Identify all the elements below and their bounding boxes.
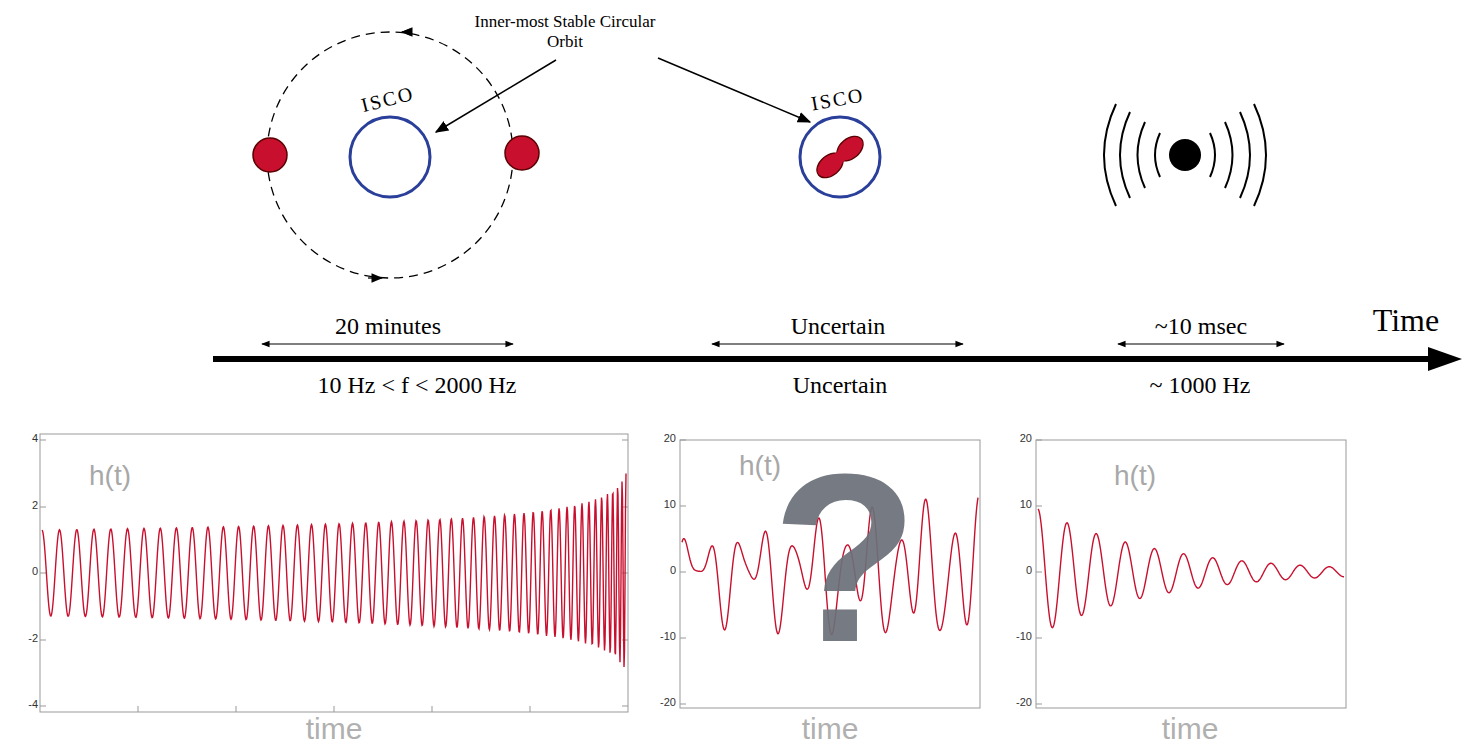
annotation: Uncertain <box>738 313 938 341</box>
tick-mark <box>680 704 686 705</box>
tick-mark <box>622 440 628 441</box>
orbit-arrow <box>402 31 404 32</box>
tick-mark <box>530 706 531 712</box>
annotation: Inner-most Stable Circular Orbit <box>465 12 665 51</box>
tick-label: 20 <box>1006 432 1032 445</box>
tick-label: 2 <box>18 499 38 512</box>
annotation: 20 minutes <box>288 313 488 341</box>
tick-label: -2 <box>18 632 38 645</box>
tick-label: -20 <box>1006 696 1032 709</box>
tick-mark <box>680 506 686 507</box>
annotation: Uncertain <box>740 372 940 400</box>
annotation: h(t) <box>70 460 150 492</box>
tick-mark <box>622 706 628 707</box>
tick-mark <box>40 440 46 441</box>
tick-mark <box>1036 704 1042 705</box>
tick-mark <box>40 706 46 707</box>
span-arrow <box>712 343 963 344</box>
waveforms <box>42 474 1344 667</box>
isco-ring <box>350 117 430 197</box>
isco-ring <box>800 117 880 197</box>
orbit-arrow <box>402 32 420 33</box>
tick-label: -4 <box>18 698 38 711</box>
annotation: Time <box>1351 302 1461 339</box>
time-axis-head <box>1428 347 1462 371</box>
tick-label: 0 <box>18 565 38 578</box>
tick-mark <box>680 572 686 573</box>
tick-mark <box>680 440 686 441</box>
merging-stars <box>812 131 868 182</box>
question-mark: ? <box>745 438 945 678</box>
tick-mark <box>1036 440 1042 441</box>
leader-arrow <box>658 58 810 122</box>
tick-label: 0 <box>650 564 676 577</box>
tick-mark <box>1036 572 1042 573</box>
tick-label: -10 <box>650 630 676 643</box>
tick-mark <box>1036 638 1042 639</box>
tick-mark <box>432 706 433 712</box>
plot-frame <box>40 434 628 712</box>
annotation: ~10 msec <box>1121 313 1281 341</box>
annotation: time <box>770 712 890 747</box>
span-arrow <box>262 343 513 344</box>
leader-arrow <box>436 60 556 132</box>
annotation: ~ 1000 Hz <box>1100 372 1300 400</box>
orbit-arrow <box>368 277 382 278</box>
orbit-path <box>267 32 513 278</box>
waveform <box>1038 509 1344 628</box>
tick-mark <box>680 638 686 639</box>
isco-circle: ISCO <box>340 86 440 204</box>
tick-mark <box>40 640 46 641</box>
orbit-label: ISCO <box>810 84 867 116</box>
tick-label: 4 <box>18 432 38 445</box>
tick-label: 20 <box>650 432 676 445</box>
tick-mark <box>138 706 139 712</box>
annotation: time <box>1130 712 1250 747</box>
isco-circle: ISCO <box>790 86 890 204</box>
orbit-label: ISCO <box>359 82 417 117</box>
neutron-star <box>505 136 539 170</box>
tick-mark <box>40 507 46 508</box>
time-axis <box>213 356 1440 362</box>
black-hole <box>1104 104 1266 206</box>
tick-mark <box>334 706 335 712</box>
tick-label: 10 <box>1006 498 1032 511</box>
tick-mark <box>236 706 237 712</box>
annotation: 10 Hz < f < 2000 Hz <box>237 372 597 400</box>
span-arrow <box>1118 343 1284 344</box>
tick-mark <box>1036 506 1042 507</box>
tick-mark <box>40 573 46 574</box>
annotation: h(t) <box>1095 460 1175 492</box>
neutron-star <box>253 138 287 172</box>
annotation: time <box>274 712 394 747</box>
tick-label: -10 <box>1006 630 1032 643</box>
tick-label: 10 <box>650 498 676 511</box>
tick-label: 0 <box>1006 564 1032 577</box>
plot-frame <box>1036 440 1346 708</box>
waveform <box>42 474 626 667</box>
tick-label: -20 <box>650 696 676 709</box>
